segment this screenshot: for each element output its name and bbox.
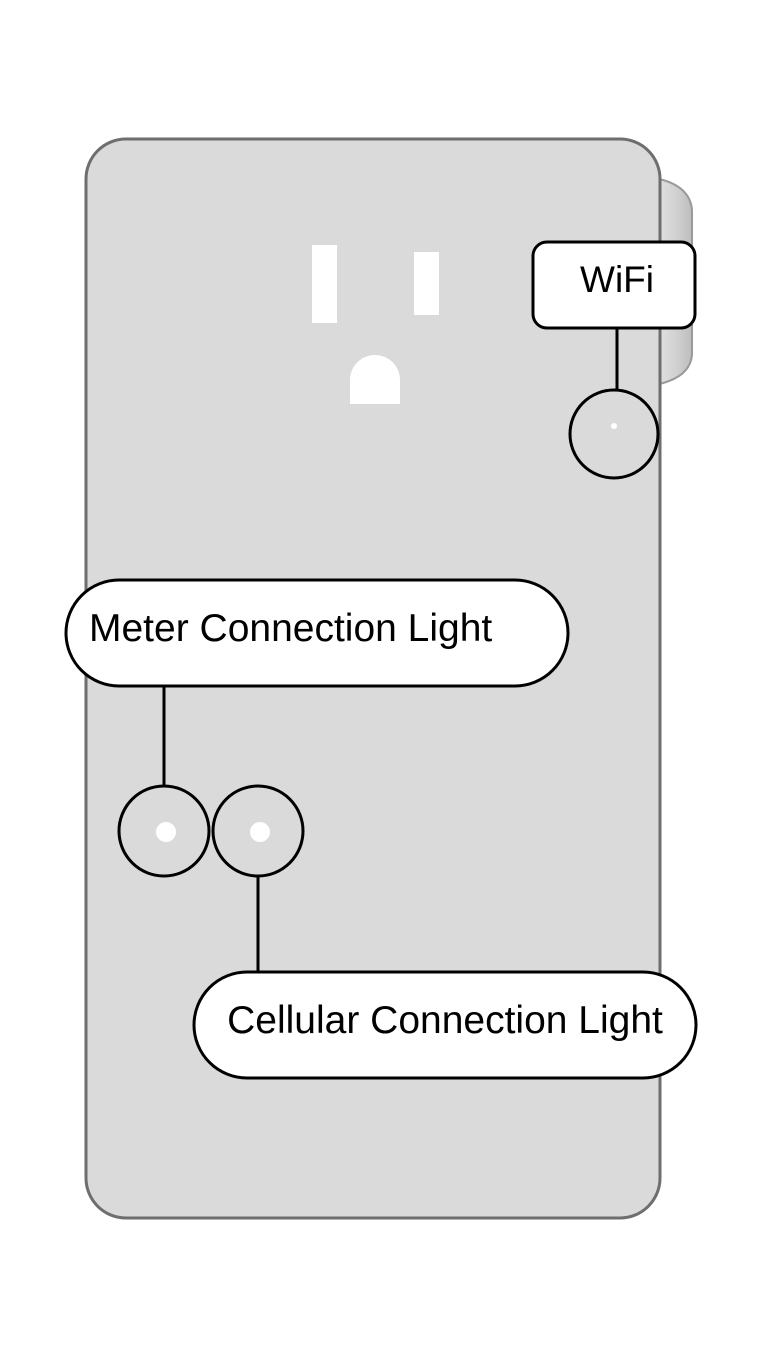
callout-box: [192, 970, 698, 1080]
meter-connection-light: [117, 784, 211, 878]
outlet-ground-hole: [350, 355, 400, 404]
wifi-indicator-light: [568, 388, 660, 480]
callout-meter: Meter Connection Light: [64, 578, 570, 878]
led-dot: [611, 423, 617, 429]
callout-box: [531, 240, 697, 330]
led-dot: [250, 822, 270, 842]
outlet-slot-left: [312, 245, 337, 323]
callout-wifi: WiFi: [531, 240, 697, 480]
outlet-slot-right: [414, 252, 439, 315]
power-outlet-icon: [312, 245, 439, 404]
led-dot: [156, 822, 176, 842]
callout-label: Meter Connection Light: [89, 607, 492, 650]
callout-cellular: Cellular Connection Light: [192, 784, 698, 1080]
callout-box: [64, 578, 570, 688]
callout-label: WiFi: [580, 259, 654, 300]
cellular-connection-light: [211, 784, 305, 878]
callout-label: Cellular Connection Light: [227, 999, 663, 1042]
